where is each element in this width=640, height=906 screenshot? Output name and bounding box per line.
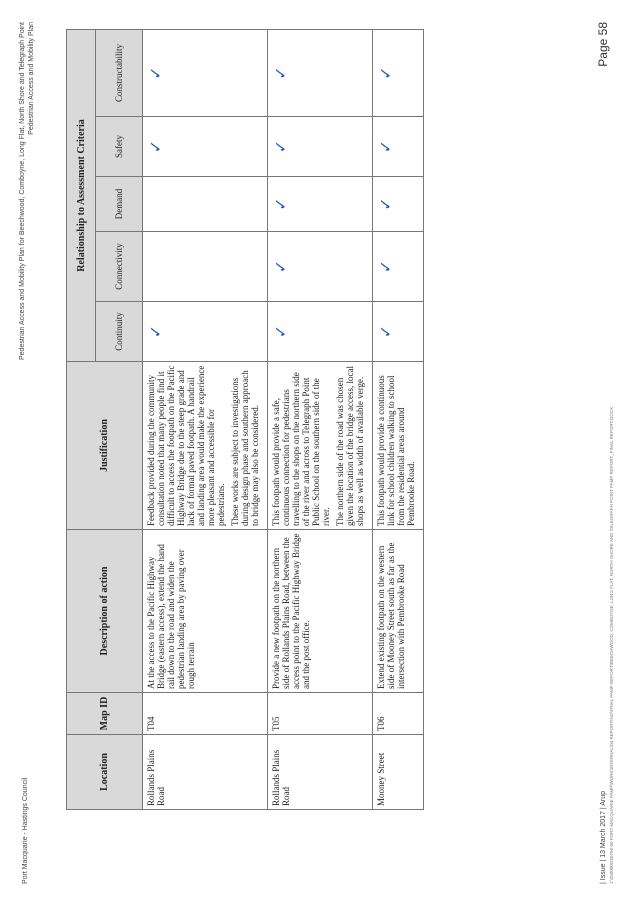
header-demand: Demand	[95, 176, 143, 232]
council-name: Port Macquarie - Hastings Council	[22, 777, 29, 884]
cell-continuity: ✓	[267, 301, 373, 362]
check-icon: ✓	[271, 197, 290, 211]
document-title: Pedestrian Access and Mobility Plan for …	[18, 22, 36, 360]
header-connectivity: Connectivity	[95, 231, 143, 302]
cell-demand: ✓	[372, 176, 424, 232]
check-icon: ✓	[271, 259, 290, 274]
justification-paragraph: Feedback provided during the community c…	[146, 365, 226, 526]
header-safety: Safety	[95, 116, 143, 177]
cell-description: Extend existing footpath on the western …	[372, 529, 424, 693]
check-icon: ✓	[271, 66, 290, 80]
cell-demand	[142, 176, 268, 232]
justification-paragraph: These works are subject to investigation…	[230, 370, 260, 526]
document-title-line1: Pedestrian Access and Mobility Plan for …	[19, 22, 26, 361]
cell-description: At the access to the Pacific Highway Bri…	[142, 529, 268, 693]
header-location: Location	[66, 734, 143, 810]
cell-map-id: T05	[267, 692, 373, 735]
cell-justification: This footpath would provide a continuous…	[372, 361, 424, 530]
cell-safety: ✓	[142, 116, 268, 177]
cell-map-id: T04	[142, 692, 268, 735]
check-icon: ✓	[271, 324, 290, 339]
table-row: Mooney Street T06 Extend existing footpa…	[372, 29, 424, 810]
cell-location: Rollands Plains Road	[267, 734, 373, 810]
check-icon: ✓	[146, 324, 165, 339]
page-number: Page 58	[596, 22, 610, 67]
justification-paragraph: This footpath would provide a safe, cont…	[271, 372, 331, 526]
assessment-table: Location Map ID Description of action Ju…	[66, 29, 424, 810]
cell-description: Provide a new footpath on the northern s…	[267, 529, 373, 693]
document-title-line2: Pedestrian Access and Mobility Plan	[28, 22, 35, 135]
footer-file-path: J:\250000\250756-00 PORT MACQUARIE PAMP\…	[609, 406, 614, 884]
check-icon: ✓	[146, 66, 165, 80]
check-icon: ✓	[376, 66, 395, 80]
cell-safety: ✓	[267, 116, 373, 177]
check-icon: ✓	[376, 259, 395, 274]
header-criteria-group: Relationship to Assessment Criteria	[66, 29, 96, 362]
cell-safety: ✓	[372, 116, 424, 177]
cell-location: Mooney Street	[372, 734, 424, 810]
cell-connectivity: ✓	[267, 231, 373, 302]
table-row: Rollands Plains Road T04 At the access t…	[142, 29, 268, 810]
cell-demand: ✓	[267, 176, 373, 232]
check-icon: ✓	[376, 139, 395, 154]
header-constructability: Constructability	[95, 29, 143, 117]
header-map-id: Map ID	[66, 692, 143, 735]
header-description: Description of action	[66, 529, 143, 693]
cell-constructability: ✓	[142, 29, 268, 117]
cell-justification: Feedback provided during the community c…	[142, 361, 268, 530]
check-icon: ✓	[376, 197, 395, 211]
justification-paragraph: This footpath would provide a continuous…	[376, 375, 416, 526]
footer-issue: | Issue | 13 March 2017 | Arup	[600, 790, 607, 884]
check-icon: ✓	[146, 139, 165, 154]
check-icon: ✓	[376, 324, 395, 339]
cell-location: Rollands Plains Road	[142, 734, 268, 810]
cell-map-id: T06	[372, 692, 424, 735]
justification-paragraph: The northern side of the road was chosen…	[335, 366, 365, 526]
cell-continuity: ✓	[372, 301, 424, 362]
check-icon: ✓	[271, 139, 290, 154]
header-justification: Justification	[66, 361, 143, 530]
cell-constructability: ✓	[267, 29, 373, 117]
cell-constructability: ✓	[372, 29, 424, 117]
cell-connectivity	[142, 231, 268, 302]
cell-connectivity: ✓	[372, 231, 424, 302]
cell-continuity: ✓	[142, 301, 268, 362]
table-row: Rollands Plains Road T05 Provide a new f…	[267, 29, 373, 810]
cell-justification: This footpath would provide a safe, cont…	[267, 361, 373, 530]
header-continuity: Continuity	[95, 301, 143, 362]
